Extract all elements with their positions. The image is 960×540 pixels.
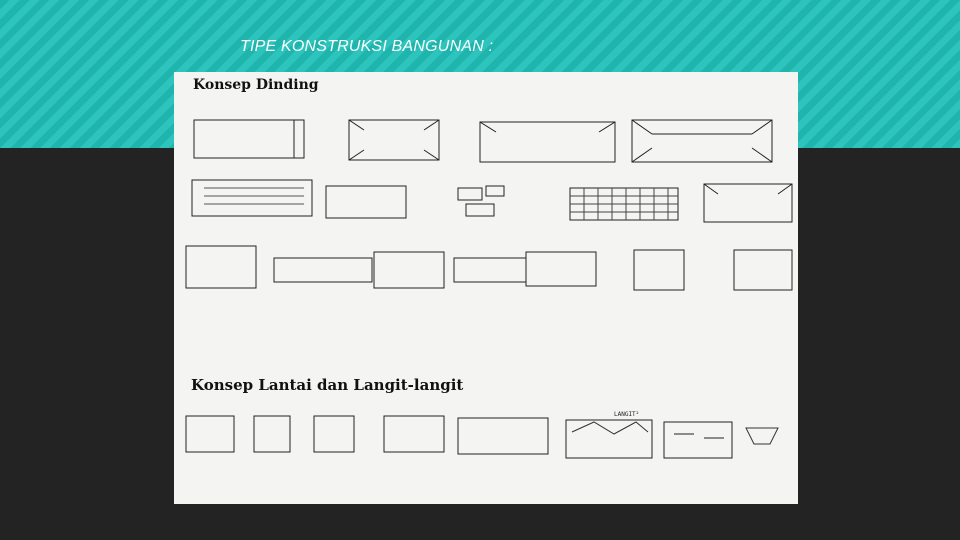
ceiling-label: LANGIT² [614,411,639,418]
wall-sketch-row-2 [191,179,793,223]
heading-wall-concept: Konsep Dinding [193,77,319,93]
floor-sketch-row [185,415,779,459]
sketch-image: LANGIT² Konsep Dinding Konsep Lantai dan… [174,72,798,504]
wall-sketch-row-3 [185,245,793,291]
slide-title: TIPE KONSTRUKSI BANGUNAN : [240,38,494,55]
heading-floor-ceiling-concept: Konsep Lantai dan Langit-langit [191,376,464,394]
sketch-drawing: LANGIT² [185,119,793,459]
wall-sketch-row-1 [193,119,773,163]
